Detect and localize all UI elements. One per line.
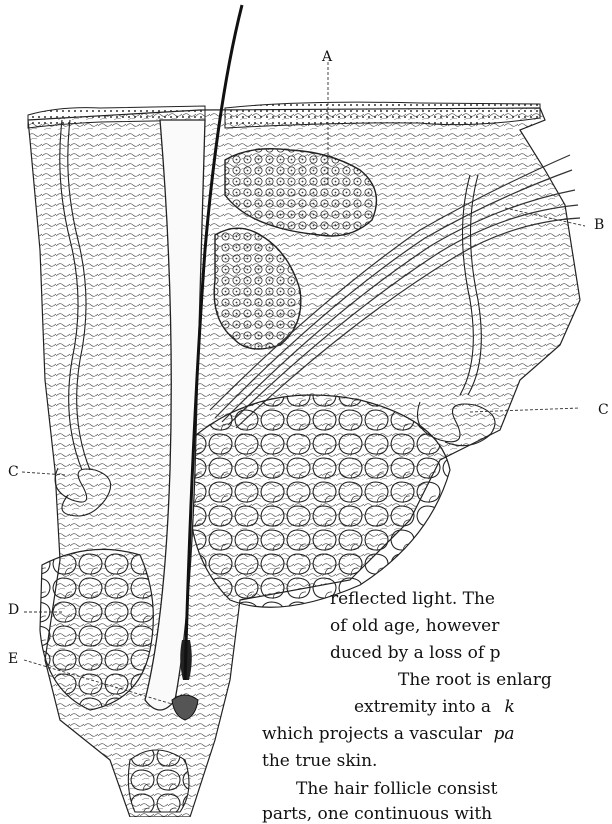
label-c-right: C bbox=[598, 403, 609, 417]
text-line-8: The hair follicle consist bbox=[296, 781, 498, 798]
label-e: E bbox=[8, 652, 18, 666]
text-line-9: parts, one continuous with bbox=[262, 806, 492, 823]
text-line-4: The root is enlarg bbox=[398, 672, 552, 689]
text-line-2: of old age, however bbox=[330, 618, 499, 635]
text-line-1: reflected light. The bbox=[330, 591, 495, 608]
label-a: A bbox=[322, 50, 332, 64]
text-line-5-main: extremity into a bbox=[354, 697, 491, 717]
text-line-3: duced by a loss of p bbox=[330, 645, 500, 662]
text-line-5-italic: k bbox=[504, 697, 514, 717]
text-line-6-main: which projects a vascular bbox=[262, 724, 482, 744]
text-line-5: extremity into a k bbox=[354, 699, 515, 716]
text-line-7: the true skin. bbox=[262, 753, 377, 770]
label-b: B bbox=[594, 218, 604, 232]
text-line-6-italic: pa bbox=[493, 724, 514, 744]
label-d: D bbox=[8, 603, 19, 617]
text-line-6: which projects a vascular pa bbox=[262, 726, 514, 743]
label-c-left: C bbox=[8, 465, 19, 479]
